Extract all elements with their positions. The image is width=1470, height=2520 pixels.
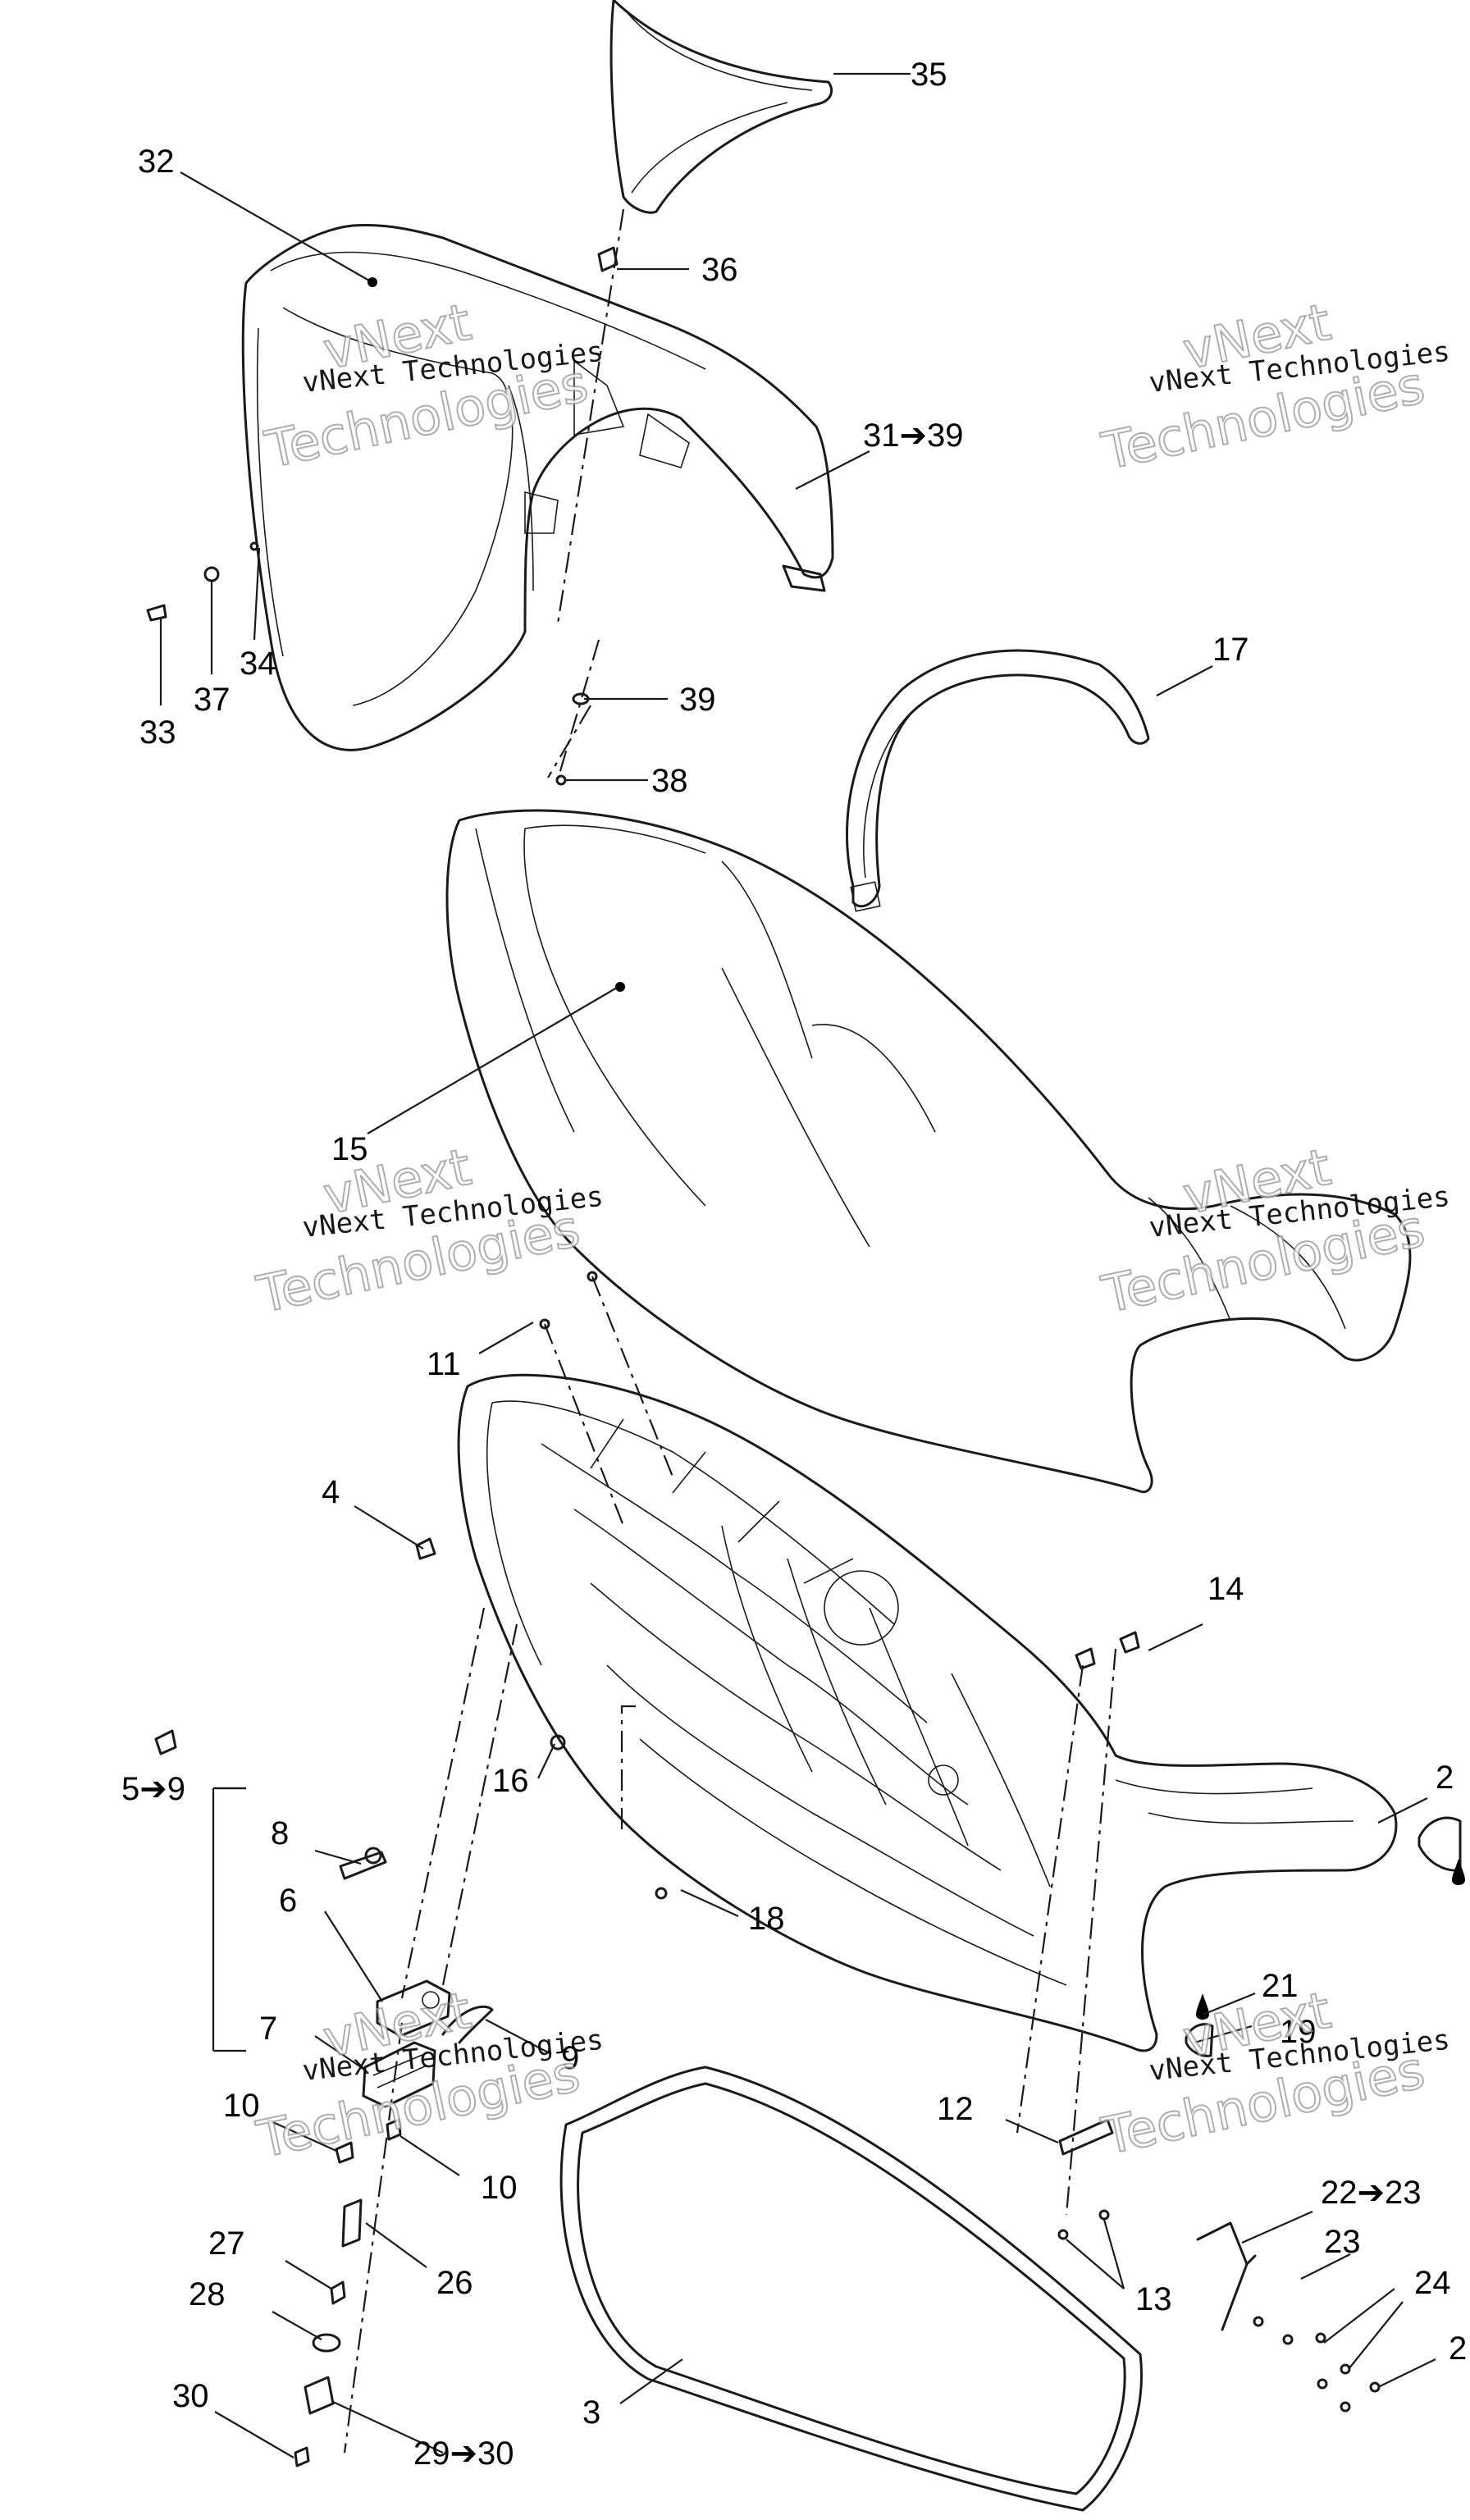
watermarks: vNext vNext Technologies Technologies vN… <box>251 291 1451 2171</box>
callout-37: 37 <box>194 682 231 718</box>
callout-16: 16 <box>492 1763 529 1799</box>
callout-27: 27 <box>208 2226 245 2262</box>
callout-39: 39 <box>679 682 716 718</box>
callout-31-39: 31➔39 <box>863 418 964 454</box>
callout-26: 26 <box>436 2265 473 2301</box>
part-15-seat-cover <box>445 809 1412 1494</box>
callout-12: 12 <box>937 2091 974 2127</box>
latch-assembly <box>294 1847 494 2468</box>
callout-30: 30 <box>172 2378 209 2414</box>
callout-2-bottom: 2 <box>1449 2331 1467 2367</box>
callout-labels: 35 32 36 31➔39 34 37 33 39 38 17 15 11 4… <box>121 57 1467 2472</box>
callout-15: 15 <box>331 1131 368 1167</box>
callout-18: 18 <box>748 1901 785 1937</box>
callout-17: 17 <box>1212 632 1249 668</box>
part-17-strap <box>846 649 1150 912</box>
callout-2-top: 2 <box>1436 1760 1454 1796</box>
callout-14: 14 <box>1208 1571 1244 1607</box>
leader-lines <box>159 72 1436 2458</box>
part-3-gasket <box>559 2066 1143 2512</box>
part-35-backrest-cover <box>609 0 833 214</box>
callout-36: 36 <box>701 252 738 288</box>
center-lines <box>343 208 1117 2454</box>
callout-10-right: 10 <box>481 2170 518 2206</box>
callout-3: 3 <box>582 2394 600 2431</box>
callout-33: 33 <box>139 714 176 751</box>
callout-11: 11 <box>427 1346 461 1382</box>
callout-34: 34 <box>240 646 276 682</box>
callout-5-9: 5➔9 <box>121 1771 185 1807</box>
callout-28: 28 <box>189 2276 226 2312</box>
callout-32: 32 <box>138 144 175 180</box>
callout-4: 4 <box>322 1474 340 1510</box>
callout-9: 9 <box>561 2040 579 2076</box>
callout-38: 38 <box>651 763 688 799</box>
callout-13: 13 <box>1135 2281 1172 2317</box>
callout-29-30: 29➔30 <box>413 2436 514 2472</box>
callout-6: 6 <box>279 1883 297 1919</box>
callout-19: 19 <box>1280 2014 1317 2050</box>
callout-24: 24 <box>1414 2265 1451 2301</box>
callout-35: 35 <box>911 57 947 93</box>
callout-7: 7 <box>259 2011 277 2047</box>
part-32-passenger-seat <box>241 223 834 751</box>
seat-base-tub <box>457 1373 1398 2052</box>
callout-8: 8 <box>271 1815 289 1851</box>
callout-21: 21 <box>1262 1968 1299 2004</box>
callout-22-23: 22➔23 <box>1321 2175 1422 2211</box>
callout-10-left: 10 <box>223 2088 260 2124</box>
callout-23: 23 <box>1324 2224 1361 2260</box>
